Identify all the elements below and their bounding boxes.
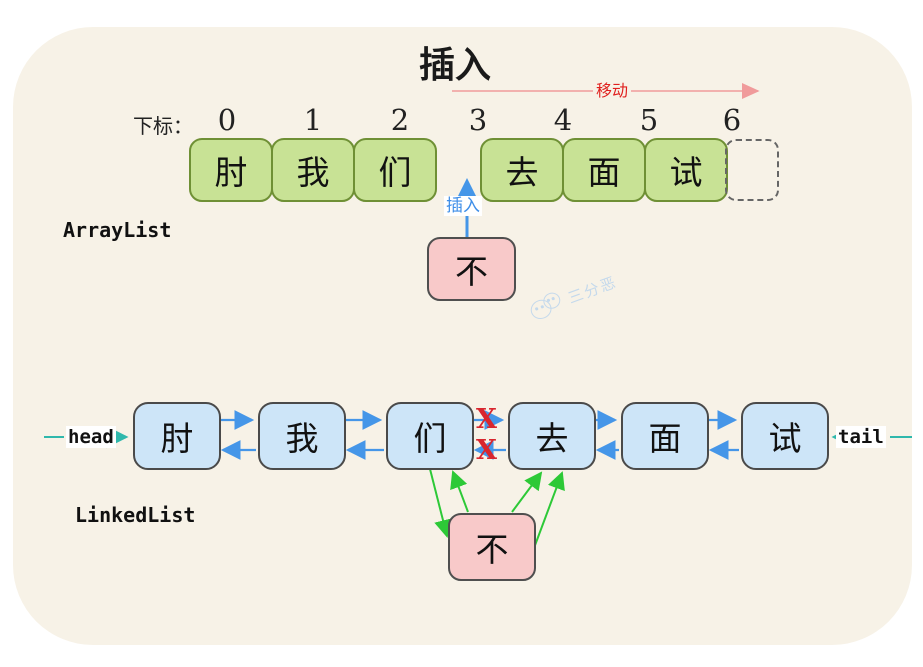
insert-label: 插入 (444, 196, 482, 216)
list-node-2: 们 (386, 402, 474, 470)
index-2: 2 (390, 103, 410, 137)
index-3: 3 (468, 103, 488, 137)
arraylist-label: ArrayList (63, 218, 172, 242)
index-0: 0 (217, 103, 237, 137)
list-node-5: 试 (741, 402, 829, 470)
array-cell-3: 去 (480, 138, 564, 202)
head-pointer-label: head (66, 426, 116, 448)
index-6: 6 (722, 103, 742, 137)
array-cell-4: 面 (562, 138, 646, 202)
index-row-label: 下标： (133, 114, 193, 138)
tail-pointer-label: tail (836, 426, 886, 448)
array-cell-1: 我 (271, 138, 355, 202)
diagram-title: 插入 (418, 44, 492, 86)
index-1: 1 (303, 103, 323, 137)
move-label: 移动 (593, 82, 632, 100)
broken-link-x-top: X (476, 404, 497, 435)
array-empty-slot (725, 139, 779, 201)
list-node-4: 面 (621, 402, 709, 470)
list-node-0: 肘 (133, 402, 221, 470)
list-node-3: 去 (508, 402, 596, 470)
index-4: 4 (553, 103, 573, 137)
index-5: 5 (639, 103, 659, 137)
array-cell-2: 们 (353, 138, 437, 202)
linkedlist-label: LinkedList (75, 503, 196, 527)
list-inserted-node-box: 不 (448, 513, 536, 581)
broken-link-x-bottom: X (476, 435, 497, 466)
array-cell-5: 试 (644, 138, 728, 202)
list-node-1: 我 (258, 402, 346, 470)
array-inserted-value-box: 不 (427, 237, 516, 301)
array-cell-0: 肘 (189, 138, 273, 202)
